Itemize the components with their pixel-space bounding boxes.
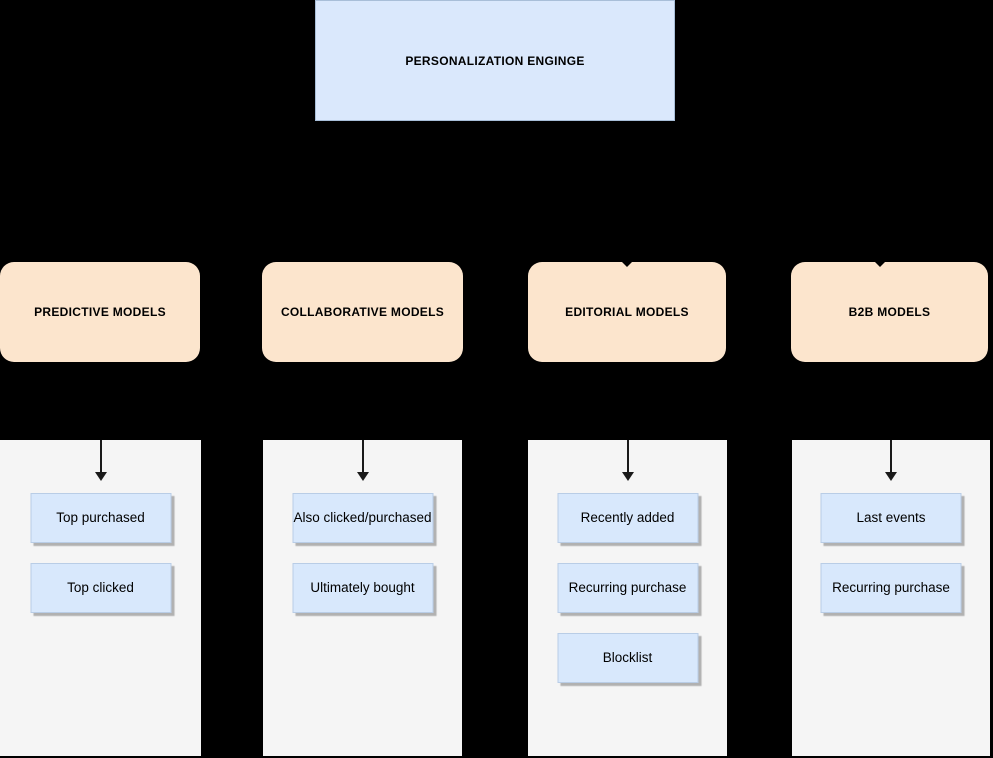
item-label: Last events — [856, 510, 926, 525]
node-collaborative-models[interactable]: COLLABORATIVE MODELS — [262, 262, 463, 362]
arrow-line — [626, 440, 629, 472]
item-label: Top purchased — [56, 510, 145, 525]
down-arrow-icon — [356, 440, 369, 481]
node-ultimately-bought[interactable]: Ultimately bought — [292, 563, 433, 613]
node-recurring-purchase[interactable]: Recurring purchase — [557, 563, 698, 613]
down-arrow-icon — [885, 440, 897, 481]
item-label: Blocklist — [602, 650, 653, 665]
arrow-head — [621, 472, 634, 481]
item-label: Recently added — [580, 510, 675, 525]
node-predictive-models[interactable]: PREDICTIVE MODELS — [0, 262, 200, 362]
panel-predictive-models: Top purchased Top clicked — [0, 440, 201, 756]
node-recently-added[interactable]: Recently added — [557, 493, 698, 543]
panel-collaborative-models: Also clicked/purchased Ultimately bought — [263, 440, 462, 756]
arrow-head — [356, 472, 369, 481]
item-label: Also clicked/purchased — [293, 510, 432, 525]
panel-b2b-models: Last events Recurring purchase — [792, 440, 990, 756]
node-b2b-models[interactable]: B2B MODELS — [791, 262, 988, 362]
arrow-line — [99, 440, 102, 472]
node-top-clicked[interactable]: Top clicked — [30, 563, 171, 613]
node-last-events[interactable]: Last events — [820, 493, 962, 543]
category-label: B2B MODELS — [848, 305, 931, 319]
node-editorial-models[interactable]: EDITORIAL MODELS — [528, 262, 726, 362]
category-label: PREDICTIVE MODELS — [34, 305, 166, 319]
down-arrow-icon — [94, 440, 107, 481]
arrow-line — [890, 440, 892, 472]
item-label: Recurring purchase — [568, 580, 687, 595]
node-blocklist[interactable]: Blocklist — [557, 633, 698, 683]
arrow-head — [885, 472, 897, 481]
arrow-line — [361, 440, 364, 472]
node-also-clicked-purchased[interactable]: Also clicked/purchased — [292, 493, 433, 543]
node-recurring-purchase[interactable]: Recurring purchase — [820, 563, 962, 613]
category-label: EDITORIAL MODELS — [565, 305, 689, 319]
connector-arrowhead-icon — [622, 262, 632, 267]
down-arrow-icon — [621, 440, 634, 481]
connector-arrowhead-icon — [875, 262, 885, 267]
panel-editorial-models: Recently added Recurring purchase Blockl… — [528, 440, 727, 756]
item-label: Ultimately bought — [310, 580, 415, 595]
node-top-purchased[interactable]: Top purchased — [30, 493, 171, 543]
category-label: COLLABORATIVE MODELS — [280, 305, 445, 319]
root-node-label: PERSONALIZATION ENGINGE — [405, 53, 585, 68]
item-label: Top clicked — [67, 580, 134, 595]
node-personalization-engine[interactable]: PERSONALIZATION ENGINGE — [315, 0, 675, 121]
item-label: Recurring purchase — [832, 580, 950, 595]
arrow-head — [94, 472, 107, 481]
